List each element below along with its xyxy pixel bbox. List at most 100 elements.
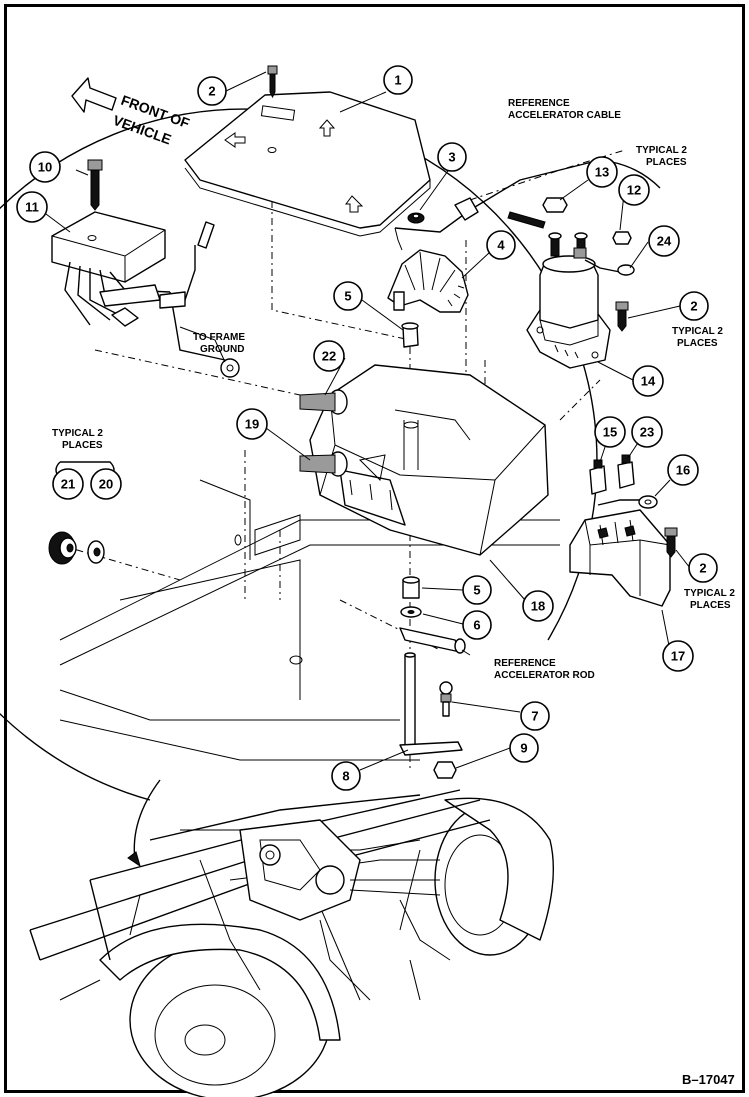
- svg-text:14: 14: [641, 374, 656, 389]
- callout-12: 12: [618, 174, 650, 206]
- spacer-upper: [401, 322, 419, 348]
- vehicle-overview: [29, 779, 555, 1097]
- reference-accelerator-rod-label: REFERENCE ACCELERATOR ROD: [494, 658, 595, 681]
- svg-text:3: 3: [448, 150, 455, 165]
- svg-text:8: 8: [342, 769, 349, 784]
- svg-text:2: 2: [690, 299, 697, 314]
- svg-text:12: 12: [627, 183, 641, 198]
- svg-text:24: 24: [657, 234, 672, 249]
- controller-bolt: [87, 159, 103, 211]
- svg-text:PLACES: PLACES: [677, 338, 718, 349]
- svg-text:11: 11: [25, 200, 39, 215]
- washer: [400, 606, 422, 618]
- terminal-nut: [612, 231, 632, 245]
- svg-text:17: 17: [671, 649, 685, 664]
- callout-24: 24: [648, 225, 680, 257]
- svg-text:16: 16: [676, 463, 690, 478]
- svg-text:19: 19: [245, 417, 259, 432]
- callout-23: 23: [631, 416, 663, 448]
- svg-text:REFERENCE: REFERENCE: [494, 658, 556, 669]
- reference-accelerator-cable-label: REFERENCE ACCELERATOR CABLE: [508, 98, 621, 121]
- solenoid: [526, 232, 611, 369]
- svg-text:TO FRAME: TO FRAME: [193, 332, 245, 343]
- callout-3: 3: [437, 142, 467, 172]
- fuse-block-screw: [664, 527, 678, 558]
- callout-6: 6: [462, 610, 492, 640]
- callout-19: 19: [236, 408, 268, 440]
- callout-2-cover: 2: [197, 76, 227, 106]
- solenoid-nut: [507, 197, 568, 229]
- callout-1: 1: [383, 65, 413, 95]
- svg-text:7: 7: [531, 709, 538, 724]
- typical-2-places-top-label: TYPICAL 2 PLACES: [636, 145, 687, 168]
- typical-2-places-solenoid-label: TYPICAL 2 PLACES: [672, 326, 723, 349]
- ball-stud: [439, 681, 453, 717]
- typical-2-places-right-label: TYPICAL 2 PLACES: [684, 588, 735, 611]
- callout-4: 4: [486, 230, 516, 260]
- vehicle-body-panels: [59, 479, 560, 761]
- svg-text:2: 2: [699, 561, 706, 576]
- svg-text:PLACES: PLACES: [646, 157, 687, 168]
- fuse-block: [569, 509, 671, 607]
- svg-text:PLACES: PLACES: [62, 440, 103, 451]
- to-frame-ground-label: TO FRAME GROUND: [193, 332, 245, 355]
- tray-bolt-lower: [299, 451, 348, 477]
- callout-7: 7: [520, 701, 550, 731]
- svg-text:TYPICAL 2: TYPICAL 2: [636, 145, 687, 156]
- svg-text:9: 9: [520, 741, 527, 756]
- front-of-vehicle-arrow: [71, 77, 117, 113]
- callout-9: 9: [509, 733, 539, 763]
- svg-text:TYPICAL 2: TYPICAL 2: [672, 326, 723, 337]
- grommet-washer: [87, 540, 105, 564]
- pivot-shaft: [399, 652, 463, 756]
- svg-text:21: 21: [61, 477, 75, 492]
- callout-22: 22: [313, 340, 345, 372]
- magnified-view-circle: [0, 108, 598, 801]
- fuse: [589, 459, 607, 495]
- callout-8: 8: [331, 761, 361, 791]
- callout-20: 20: [90, 468, 122, 500]
- svg-text:GROUND: GROUND: [200, 344, 244, 355]
- svg-text:1: 1: [394, 73, 401, 88]
- front-of-vehicle-label: FRONT OF VEHICLE: [111, 92, 192, 148]
- ring-terminal-wire: [597, 495, 658, 509]
- svg-text:23: 23: [640, 425, 654, 440]
- cover-screw: [267, 65, 278, 99]
- callout-5-upper: 5: [333, 281, 363, 311]
- solenoid-screw: [615, 301, 629, 332]
- svg-text:ACCELERATOR CABLE: ACCELERATOR CABLE: [508, 110, 621, 121]
- svg-text:4: 4: [497, 238, 505, 253]
- svg-text:TYPICAL 2: TYPICAL 2: [52, 428, 103, 439]
- callout-2-fuse-block: 2: [688, 553, 718, 583]
- tray-bolt-upper: [299, 389, 348, 415]
- lock-nut: [433, 761, 457, 779]
- svg-text:B–17047: B–17047: [682, 1072, 735, 1087]
- callout-17: 17: [662, 640, 694, 672]
- callout-16: 16: [667, 454, 699, 486]
- callout-2-solenoid: 2: [679, 291, 709, 321]
- speed-controller: [51, 211, 240, 378]
- callout-14: 14: [632, 365, 664, 397]
- svg-text:5: 5: [473, 583, 480, 598]
- callout-18: 18: [522, 590, 554, 622]
- svg-text:6: 6: [473, 618, 480, 633]
- svg-text:13: 13: [595, 165, 609, 180]
- typical-2-places-left-label: TYPICAL 2 PLACES: [52, 428, 103, 451]
- svg-text:REFERENCE: REFERENCE: [508, 98, 570, 109]
- callout-15: 15: [594, 416, 626, 448]
- accelerator-cam: [387, 249, 469, 313]
- grommet: [48, 531, 77, 565]
- svg-text:ACCELERATOR ROD: ACCELERATOR ROD: [494, 670, 595, 681]
- component-tray: [309, 364, 549, 556]
- callout-10: 10: [29, 151, 61, 183]
- accelerator-rod-reference: [399, 627, 466, 654]
- controller-cover: [184, 91, 431, 237]
- leader-lines: [45, 71, 691, 771]
- diagram-border: [4, 4, 745, 1093]
- svg-text:10: 10: [38, 160, 52, 175]
- spacer-lower: [402, 576, 420, 599]
- figure-id-label: B–17047: [682, 1072, 735, 1087]
- svg-text:TYPICAL 2: TYPICAL 2: [684, 588, 735, 599]
